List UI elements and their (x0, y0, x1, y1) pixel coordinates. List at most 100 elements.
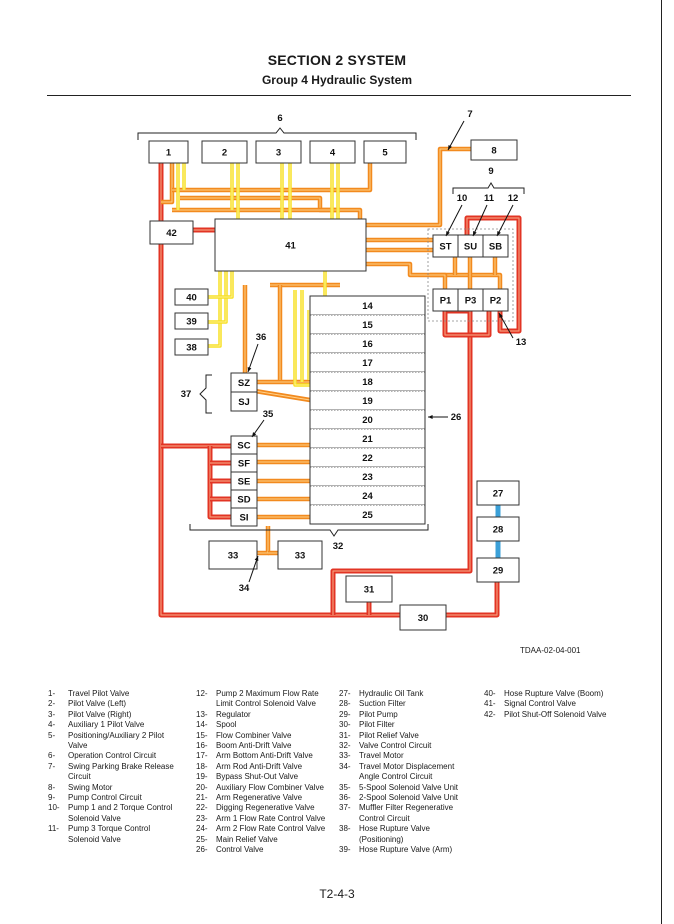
legend-number: 40- (484, 689, 496, 698)
callout-number: 37 (181, 389, 192, 400)
legend-text: Travel Motor (359, 751, 404, 761)
pilot-circuit-line (172, 163, 373, 193)
legend-text: Control Valve (216, 845, 264, 855)
legend-number: 3- (48, 709, 56, 719)
component-label: 25 (362, 510, 373, 521)
callout-7-arrow (447, 120, 465, 151)
legend-item: 7-Swing Parking Brake Release Circuit (48, 762, 198, 783)
legend-number: 30- (339, 720, 351, 730)
legend-item: 39-Hose Rupture Valve (Arm) (339, 845, 484, 855)
callout-13-arrow (498, 312, 514, 339)
callout-number: 34 (239, 583, 250, 594)
legend-text: Hose Rupture Valve (Positioning) (359, 824, 430, 844)
component-label: 21 (362, 434, 373, 445)
legend-item: 15- Flow Combiner Valve (196, 731, 336, 741)
legend-text: Pump 3 Torque Control Solenoid Valve (68, 824, 151, 844)
legend-text: Signal Control Valve (504, 699, 576, 709)
legend-number: 9- (48, 793, 56, 803)
legend-number: 36- (339, 793, 351, 803)
callout-12-arrow (496, 204, 514, 237)
pilot-circuit-highlight (366, 148, 471, 226)
figure-reference: TDAA-02-04-001 (520, 646, 581, 655)
component-label: 30 (418, 613, 429, 624)
component-box (309, 140, 356, 164)
pump-control-bracket (452, 182, 525, 194)
legend-item: 38-Hose Rupture Valve (Positioning) (339, 824, 484, 845)
legend-number: 28- (339, 699, 351, 709)
legend-item: 24-Arm 2 Flow Rate Control Valve (196, 824, 336, 834)
legend-item: 9- Pump Control Circuit (48, 793, 198, 803)
legend-number: 32- (339, 741, 351, 751)
callout-number: 7 (467, 109, 472, 120)
component-label: 16 (362, 339, 373, 350)
component-label: SF (238, 459, 250, 470)
component-label: SC (237, 441, 250, 452)
main-circuit-line (442, 311, 492, 338)
legend-text: Auxiliary 1 Pilot Valve (68, 720, 145, 730)
main-circuit-highlight (446, 582, 498, 616)
valve-control-bracket (189, 524, 429, 537)
legend-text: 5-Spool Solenoid Valve Unit (359, 782, 459, 792)
legend-text: Operation Control Circuit (68, 751, 157, 761)
legend-text: Pilot Valve (Right) (68, 709, 132, 719)
component-label: SJ (238, 397, 250, 408)
component-box (201, 140, 248, 164)
legend-number: 1- (48, 689, 56, 698)
legend-column-2: 12-Pump 2 Maximum Flow Rate Limit Contro… (196, 689, 336, 856)
callout-number: 11 (484, 193, 495, 204)
legend-column-4: 40- Hose Rupture Valve (Boom) 41- Signal Co… (484, 689, 634, 720)
callout-number: 13 (516, 337, 527, 348)
callout-12-arrow-head (497, 231, 501, 236)
component-label: 14 (362, 301, 373, 312)
legend-item: 22-Digging Regenerative Valve (196, 803, 336, 813)
component-label: 22 (362, 453, 373, 464)
component-label: 31 (364, 585, 375, 596)
legend-text: Flow Combiner Valve (216, 730, 292, 740)
legend-item: 37-Muffler Filter Regenerative Control C… (339, 803, 484, 824)
legend-text: Pump Control Circuit (68, 793, 142, 803)
legend-number: 31- (339, 730, 351, 740)
legend-text: Swing Parking Brake Release Circuit (68, 761, 174, 782)
callout-10-arrow-head (446, 231, 450, 236)
component-label: 39 (186, 317, 197, 328)
legend-number: 10- (48, 803, 60, 813)
operation-circuit-bracket (137, 127, 417, 140)
legend-item: 16-Boom Anti-Drift Valve (196, 741, 336, 751)
component-label: 24 (362, 491, 373, 502)
callout-number: 6 (277, 113, 282, 124)
legend-item: 21-Arm Regenerative Valve (196, 793, 336, 803)
legend-text: Pilot Pump (359, 709, 398, 719)
component-label: 19 (362, 396, 373, 407)
legend-item: 36-2-Spool Solenoid Valve Unit (339, 793, 484, 803)
legend-item: 30- Pilot Filter (339, 720, 484, 730)
component-box (208, 540, 258, 570)
pilot-circuit-line (430, 272, 448, 289)
legend-item: 32-Valve Control Circuit (339, 741, 484, 751)
callout-number: 36 (256, 332, 267, 343)
legend-number: 41- (484, 699, 496, 709)
legend-text: Hose Rupture Valve (Boom) (504, 689, 604, 698)
legend-number: 15- (196, 730, 208, 740)
component-label: 23 (362, 472, 373, 483)
legend-item: 41- Signal Control Valve (484, 699, 634, 709)
page-edge-line (661, 0, 662, 924)
legend-text: Pilot Relief Valve (359, 730, 419, 740)
component-box (476, 480, 520, 506)
legend-number: 23- (196, 813, 208, 823)
legend-text: Pilot Filter (359, 720, 395, 730)
group-title: Group 4 Hydraulic System (261, 73, 413, 87)
component-label: P3 (465, 296, 477, 307)
header-rule (47, 95, 631, 96)
legend-number: 8- (48, 782, 56, 792)
component-label: 17 (362, 358, 373, 369)
legend-item: 33-Travel Motor (339, 751, 484, 761)
callout-11-arrow-head (473, 231, 477, 236)
legend-text: Digging Regenerative Valve (216, 803, 315, 813)
muffler-circuit-bracket (199, 374, 212, 414)
component-label: 33 (228, 551, 239, 562)
component-label: 20 (362, 415, 373, 426)
component-label: 5 (382, 148, 388, 159)
pump-control-enclosure (427, 228, 514, 322)
